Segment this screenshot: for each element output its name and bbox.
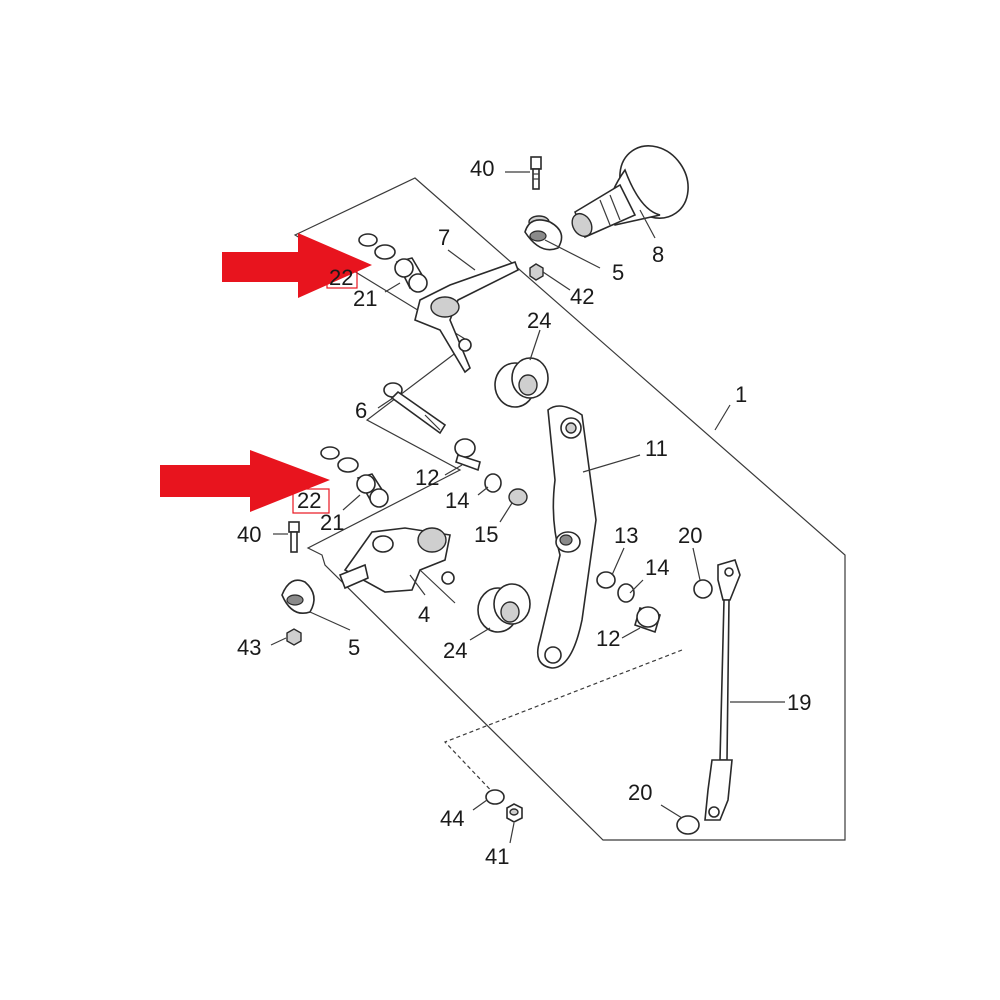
callout-41: 41: [485, 844, 509, 869]
callout-7: 7: [438, 225, 450, 250]
callout-40-bottom: 40: [237, 522, 261, 547]
bushing-12-a: [454, 438, 481, 472]
callout-24-bottom: 24: [443, 638, 467, 663]
lever-7: [414, 260, 520, 374]
bushing-21-top: [394, 257, 428, 293]
bracket-4: [338, 527, 456, 604]
spacer-24-bottom: [477, 583, 531, 633]
nut-41: [506, 803, 523, 823]
dashed-guide: [443, 649, 683, 801]
clamp-5-top: [524, 215, 563, 251]
callout-13: 13: [614, 523, 638, 548]
spacer-24-top: [494, 357, 549, 408]
bushing-21-bottom: [356, 473, 389, 508]
nut-42: [529, 263, 544, 281]
callout-20-bottom: 20: [628, 780, 652, 805]
callout-22-top: 22: [329, 265, 353, 290]
nut-43: [286, 628, 302, 646]
ring-14-a: [484, 473, 502, 493]
callout-5-top: 5: [612, 260, 624, 285]
callout-8: 8: [652, 242, 664, 267]
bushing-12-b: [634, 606, 661, 634]
washer-13: [596, 571, 616, 589]
leader-lines: [270, 171, 785, 844]
bolt-40-top: [530, 156, 542, 190]
red-arrow-bottom-icon: [160, 450, 330, 512]
arm-11: [536, 405, 597, 669]
washer-15: [508, 488, 528, 506]
washer-22-bottom-b: [337, 457, 359, 473]
callout-42: 42: [570, 284, 594, 309]
ring-14-b: [617, 583, 635, 603]
callout-43: 43: [237, 635, 261, 660]
callout-24-top: 24: [527, 308, 551, 333]
rod-19: [704, 559, 741, 821]
assembly-outline: [293, 177, 846, 841]
washer-20-top: [693, 579, 713, 599]
callout-40-top: 40: [470, 156, 494, 181]
washer-20-bottom: [676, 815, 700, 835]
highlight-box-22-bottom: [292, 488, 330, 514]
callout-12-upper: 12: [415, 465, 439, 490]
callout-21-bottom: 21: [320, 510, 344, 535]
callout-20-top: 20: [678, 523, 702, 548]
callout-14-right: 14: [645, 555, 669, 580]
red-arrow-top-icon: [222, 233, 372, 298]
callout-4: 4: [418, 602, 430, 627]
callout-22-bottom: 22: [297, 488, 321, 513]
callout-14-upper: 14: [445, 488, 469, 513]
boot-8: [571, 145, 689, 239]
callout-11: 11: [645, 436, 668, 461]
washer-22-top-a: [358, 233, 378, 247]
bolt-40-bottom: [288, 521, 300, 553]
callout-5-bottom: 5: [348, 635, 360, 660]
clamp-5-bottom: [281, 579, 315, 614]
callout-19: 19: [787, 690, 811, 715]
callout-6: 6: [355, 398, 367, 423]
callout-15: 15: [474, 522, 498, 547]
callout-12-right: 12: [596, 626, 620, 651]
washer-22-bottom-a: [320, 446, 340, 460]
washer-44: [485, 789, 505, 805]
bolt-6: [383, 382, 447, 435]
callout-1: 1: [735, 382, 747, 407]
callout-44: 44: [440, 806, 464, 831]
callout-21-top: 21: [353, 286, 377, 311]
washer-22-top-b: [374, 244, 396, 260]
